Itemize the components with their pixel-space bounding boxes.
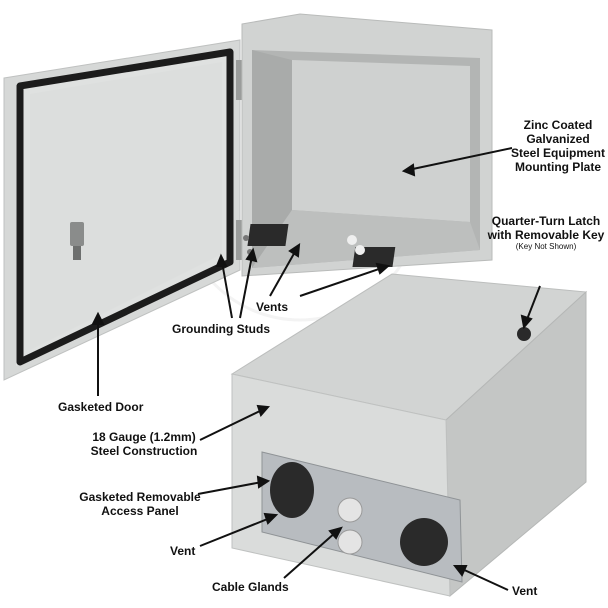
cable-gland-top xyxy=(337,497,363,523)
label-vent-left: Vent xyxy=(170,544,196,558)
label-gasketed-door: Gasketed Door xyxy=(58,400,144,414)
door xyxy=(3,39,242,381)
label-access-panel: Gasketed Removable Access Panel xyxy=(79,490,201,518)
door-gasket xyxy=(16,48,234,366)
mounting-plate xyxy=(292,60,470,222)
cable-gland-bottom xyxy=(337,529,363,555)
back-enclosure xyxy=(241,13,493,277)
label-gauge: 18 Gauge (1.2mm) Steel Construction xyxy=(90,430,198,458)
label-mounting-plate: Zinc Coated Galvanized Steel Equipment M… xyxy=(510,118,605,174)
label-cable-glands: Cable Glands xyxy=(212,580,289,594)
callout-arrows xyxy=(91,147,541,591)
label-vent-right: Vent xyxy=(512,584,538,598)
front-enclosure xyxy=(230,273,588,598)
door-lock xyxy=(70,222,84,246)
latch xyxy=(517,327,531,341)
door-hinge xyxy=(236,60,242,100)
label-grounding-studs: Grounding Studs xyxy=(172,322,270,336)
vent-top-left xyxy=(247,224,289,246)
label-vents-top: Vents xyxy=(256,300,289,314)
label-latch: Quarter-Turn Latch with Removable Key (K… xyxy=(487,214,605,251)
vent-front-right xyxy=(400,518,448,566)
vent-front-left xyxy=(270,462,314,518)
label-latch-note: (Key Not Shown) xyxy=(515,242,577,251)
